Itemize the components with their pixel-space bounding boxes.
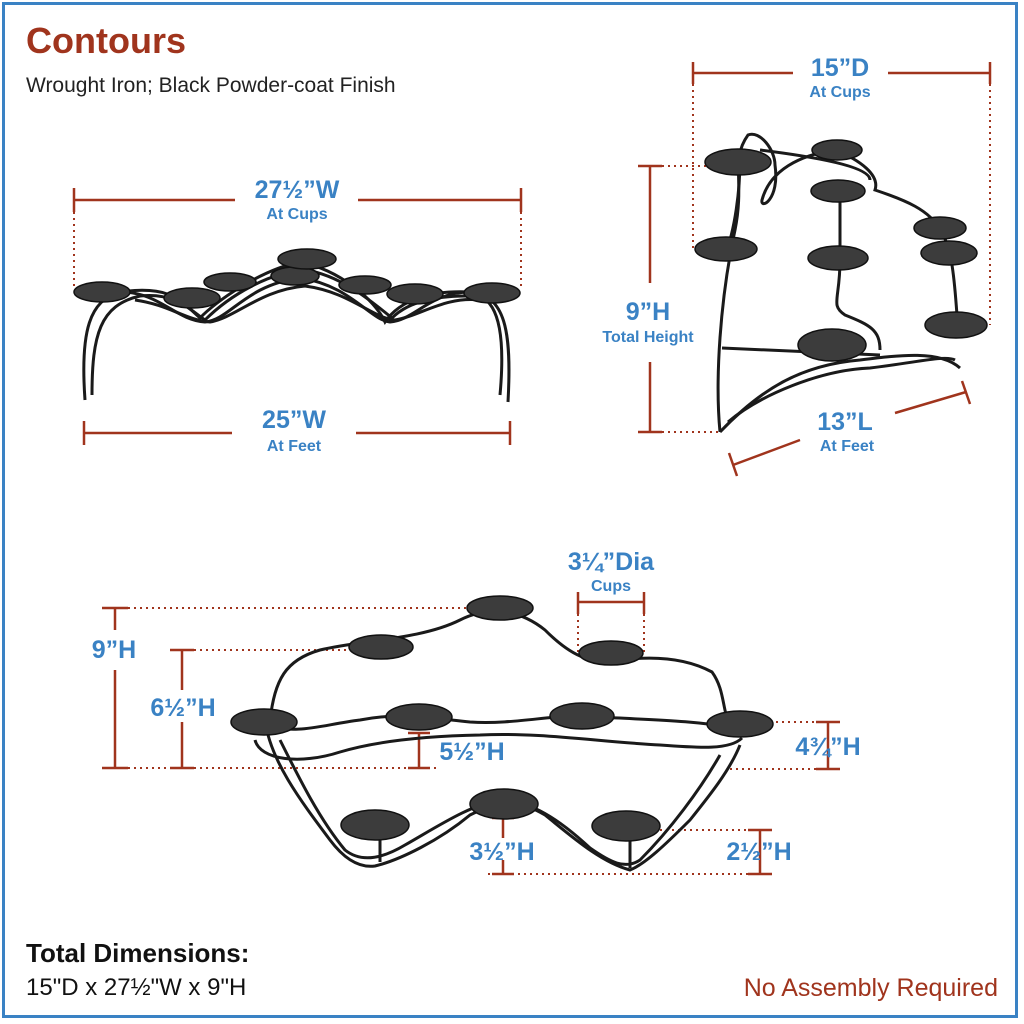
side-depth-label: 15”D — [811, 54, 869, 82]
side-height-note: Total Height — [602, 329, 694, 346]
product-subtitle: Wrought Iron; Black Powder-coat Finish — [26, 74, 396, 97]
cup-diameter-note: Cups — [591, 578, 631, 595]
perspective-view: 3¼”Dia Cups 9”H 6½”H 5½”H 4¾”H — [92, 548, 861, 876]
side-length-note: At Feet — [820, 438, 875, 455]
side-view: 15”D At Cups 9”H Total Height — [602, 54, 992, 477]
persp-65-height-label: 6½”H — [150, 694, 215, 722]
persp-55-height-label: 5½”H — [439, 738, 504, 766]
persp-35-height-label: 3½”H — [469, 838, 534, 866]
side-depth-note: At Cups — [809, 84, 870, 101]
front-width-feet-note: At Feet — [267, 438, 322, 455]
persp-25-height-label: 2½”H — [726, 838, 791, 866]
front-width-cups-note: At Cups — [266, 206, 327, 223]
persp-475-height-label: 4¾”H — [795, 733, 860, 761]
cup-diameter-label: 3¼”Dia — [568, 548, 655, 576]
front-view: 27½”W At Cups 25”W At Feet — [72, 176, 523, 455]
front-width-feet-label: 25”W — [262, 406, 326, 434]
no-assembly-note: No Assembly Required — [743, 974, 998, 1002]
side-length-label: 13”L — [817, 408, 873, 436]
side-height-label: 9”H — [626, 298, 670, 326]
total-dimensions-label: Total Dimensions: — [26, 938, 250, 968]
front-width-cups-label: 27½”W — [255, 176, 340, 204]
total-dimensions-value: 15"D x 27½"W x 9"H — [26, 974, 247, 1001]
persp-total-height-label: 9”H — [92, 636, 136, 664]
product-title: Contours — [26, 20, 186, 61]
